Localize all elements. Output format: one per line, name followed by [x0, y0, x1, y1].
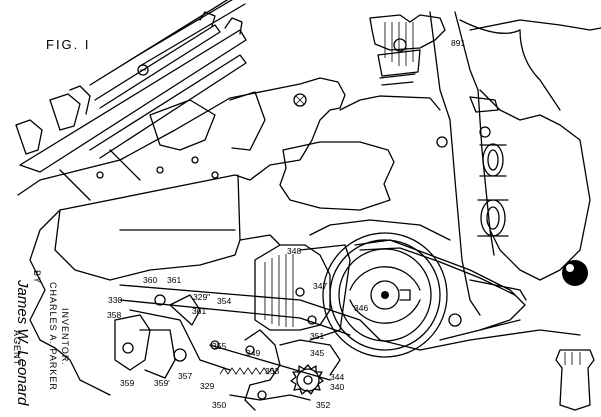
label-346: 346	[354, 303, 368, 313]
label-350: 350	[212, 400, 226, 410]
label-329: 329	[200, 381, 214, 391]
label-344: 344	[330, 372, 344, 382]
label-357: 357	[178, 371, 192, 381]
label-340: 340	[330, 382, 344, 392]
label-354: 354	[217, 296, 231, 306]
by-label: BY	[32, 270, 42, 284]
right-plate	[429, 11, 601, 411]
label-351: 351	[310, 331, 324, 341]
agent-signature: James W. Leonard	[14, 279, 31, 406]
label-349: 349	[246, 348, 260, 358]
label-355: 355	[212, 341, 226, 351]
label-352: 352	[316, 400, 330, 410]
inventor-block: INVENTOR. CHARLES A. PARKER BY James W. …	[12, 270, 70, 406]
inventor-name: CHARLES A. PARKER	[48, 282, 58, 391]
star-wheel	[290, 364, 324, 395]
label-358: 358	[107, 310, 121, 320]
spring-assembly	[369, 14, 446, 86]
label-353: 353	[265, 366, 279, 376]
agent-label: AGENT	[12, 330, 22, 366]
machine-frame	[17, 77, 451, 396]
lower-linkage	[114, 284, 581, 411]
inventor-caption: INVENTOR.	[60, 308, 70, 366]
label-361-prime: 361'	[192, 306, 208, 316]
reference-numerals: 891 348 347 346 360 361 330 329" 358 361…	[107, 38, 465, 410]
label-330: 330	[108, 295, 122, 305]
label-891: 891	[451, 38, 465, 48]
label-361: 361	[167, 275, 181, 285]
label-360: 360	[143, 275, 157, 285]
platen-drum	[322, 232, 527, 358]
label-329-double-prime: 329"	[193, 292, 210, 302]
key-levers	[15, 0, 247, 173]
label-347: 347	[313, 281, 327, 291]
figure-title: FIG. I	[46, 37, 91, 52]
label-359: 359	[120, 378, 134, 388]
frame-window	[279, 141, 395, 211]
label-345: 345	[310, 348, 324, 358]
label-359-prime: 359'	[154, 378, 170, 388]
label-348: 348	[287, 246, 301, 256]
